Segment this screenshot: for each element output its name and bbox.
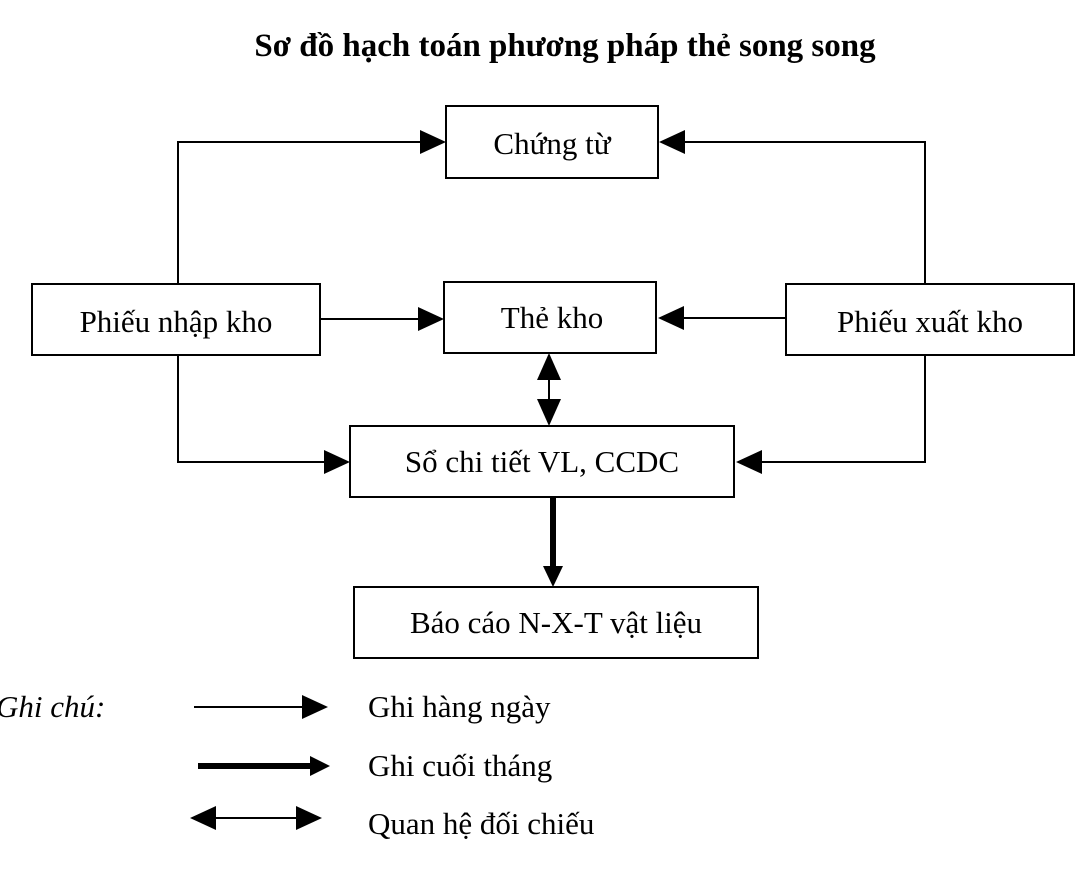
arrowhead-xuat-to-thekho (658, 306, 684, 330)
legend-double-arrow-head-right (296, 806, 322, 830)
legend-item-label: Ghi cuối tháng (368, 748, 552, 783)
node-bao-cao: Báo cáo N-X-T vật liệu (353, 586, 759, 659)
connector-nhap-to-chungtu (177, 141, 430, 283)
legend-item-label: Quan hệ đối chiếu (368, 806, 594, 841)
legend-title: Ghi chú: (0, 689, 105, 724)
arrowhead-xuat-to-sochitiet (736, 450, 762, 474)
arrowhead-sochitiet-to-baocao (543, 566, 563, 587)
node-phieu-nhap-kho-box (31, 283, 321, 356)
node-so-chi-tiet-label: Sổ chi tiết VL, CCDC (405, 444, 679, 479)
arrowhead-down-sochitiet (537, 399, 561, 426)
node-bao-cao-box (353, 586, 759, 659)
node-chung-tu-label: Chứng từ (493, 126, 611, 161)
arrowhead-nhap-to-chungtu (420, 130, 446, 154)
node-so-chi-tiet: Sổ chi tiết VL, CCDC (349, 425, 735, 498)
diagram-title: Sơ đồ hạch toán phương pháp thẻ song son… (254, 28, 876, 64)
arrowhead-xuat-to-chungtu (659, 130, 685, 154)
legend: Ghi chú: Ghi hàng ngày Ghi cuối tháng Qu… (0, 689, 594, 841)
legend-thin-arrow-head (302, 695, 328, 719)
connectors (177, 130, 926, 587)
legend-item-label: Ghi hàng ngày (368, 689, 551, 724)
arrowhead-up-thekho (537, 353, 561, 380)
arrowhead-nhap-to-thekho (418, 307, 444, 331)
node-phieu-nhap-kho-label: Phiếu nhập kho (80, 304, 273, 339)
legend-thick-arrow-head (310, 756, 330, 776)
node-chung-tu: Chứng từ (445, 105, 659, 179)
node-phieu-xuat-kho-label: Phiếu xuất kho (837, 304, 1023, 339)
node-phieu-xuat-kho: Phiếu xuất kho (785, 283, 1075, 356)
node-the-kho-box (443, 281, 657, 354)
connector-nhap-to-sochitiet (177, 355, 334, 463)
node-phieu-xuat-kho-box (785, 283, 1075, 356)
node-chung-tu-box (445, 105, 659, 179)
node-bao-cao-label: Báo cáo N-X-T vật liệu (410, 605, 702, 640)
node-the-kho: Thẻ kho (443, 281, 657, 354)
connector-xuat-to-chungtu (675, 141, 926, 283)
connector-xuat-to-sochitiet (752, 355, 926, 463)
node-so-chi-tiet-box (349, 425, 735, 498)
legend-double-arrow-head-left (190, 806, 216, 830)
arrowhead-nhap-to-sochitiet (324, 450, 350, 474)
node-the-kho-label: Thẻ kho (501, 300, 603, 335)
node-phieu-nhap-kho: Phiếu nhập kho (31, 283, 321, 356)
